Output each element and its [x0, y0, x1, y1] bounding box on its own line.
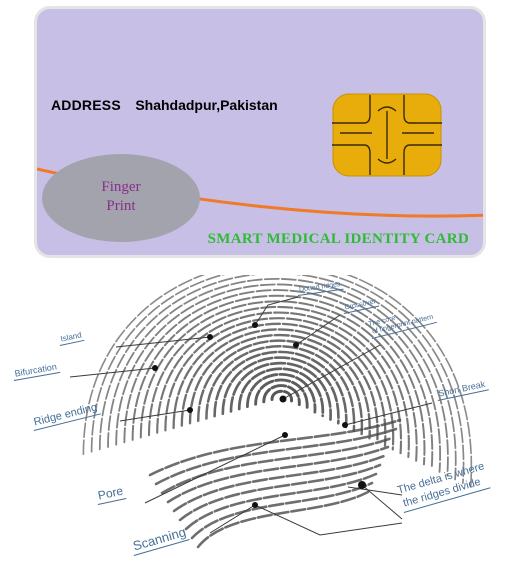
fingerprint-label-line1: Finger: [101, 179, 141, 195]
card-title: SMART MEDICAL IDENTITY CARD: [207, 231, 469, 247]
fingerprint-area: Finger Print: [42, 154, 200, 242]
chip-icon: [332, 93, 442, 177]
smart-medical-card: ADDRESS Shahdadpur,Pakistan Finger Print…: [34, 6, 486, 258]
fingerprint-diagram: Dotted ridges Crossover Island The core …: [0, 275, 523, 587]
fingerprint-illustration: [69, 275, 473, 549]
address-line: ADDRESS Shahdadpur,Pakistan: [51, 97, 278, 115]
fingerprint-label-line2: Print: [106, 198, 136, 214]
address-label: ADDRESS: [51, 97, 121, 113]
address-value: Shahdadpur,Pakistan: [135, 97, 278, 113]
